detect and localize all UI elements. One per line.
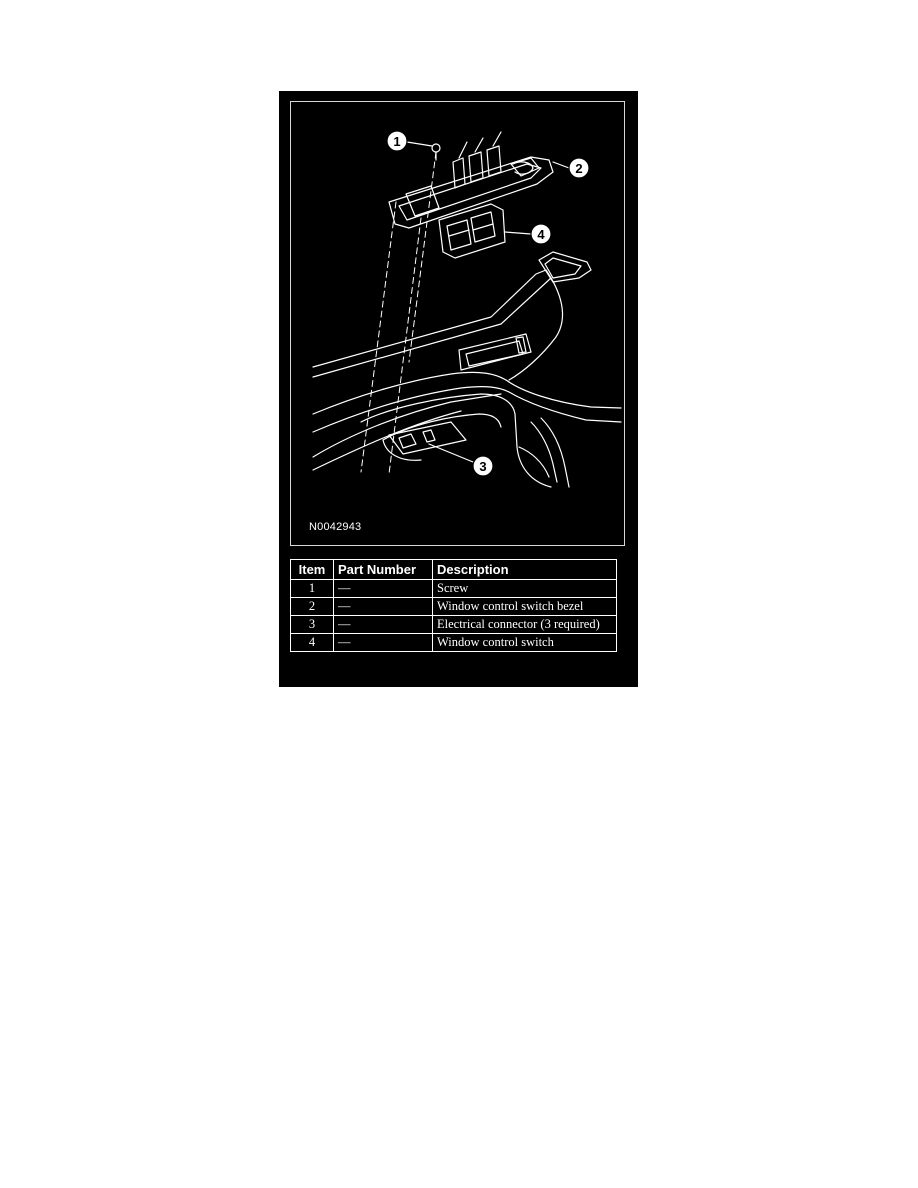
parts-legend-table: Item Part Number Description 1 — Screw 2… [290, 559, 617, 652]
table-row: 4 — Window control switch [290, 633, 617, 652]
row-item: 3 [290, 615, 334, 634]
header-item: Item [290, 559, 334, 580]
exploded-view-diagram: 1 2 3 4 N0042943 [290, 101, 625, 546]
row-description: Electrical connector (3 required) [432, 615, 617, 634]
row-description: Screw [432, 579, 617, 598]
callout-1-label: 1 [393, 134, 400, 149]
row-part-number: — [333, 579, 433, 598]
switch-bezel [388, 156, 554, 229]
table-row: 3 — Electrical connector (3 required) [290, 615, 617, 634]
row-part-number: — [333, 633, 433, 652]
callout-1: 1 [386, 130, 433, 152]
screw [431, 143, 441, 161]
row-part-number: — [333, 615, 433, 634]
row-description: Window control switch bezel [432, 597, 617, 616]
row-description: Window control switch [432, 633, 617, 652]
callout-3: 3 [428, 443, 494, 477]
header-part-number: Part Number [333, 559, 433, 580]
switch-connectors [452, 131, 502, 189]
callout-2-label: 2 [575, 161, 582, 176]
row-item: 4 [290, 633, 334, 652]
window-control-switch [438, 203, 506, 259]
row-part-number: — [333, 597, 433, 616]
table-row: 1 — Screw [290, 579, 617, 598]
door-panel-illustration: 1 2 3 4 [312, 130, 622, 488]
table-header-row: Item Part Number Description [290, 559, 617, 580]
door-trim-panel [312, 251, 622, 488]
callout-2: 2 [552, 157, 590, 179]
callout-4: 4 [504, 223, 552, 245]
row-item: 2 [290, 597, 334, 616]
callout-3-label: 3 [479, 459, 486, 474]
row-item: 1 [290, 579, 334, 598]
callout-4-label: 4 [537, 227, 545, 242]
assembly-leader-lines [360, 151, 437, 475]
service-figure: 1 2 3 4 N0042943 Item Part Nu [279, 91, 638, 687]
figure-code: N0042943 [309, 521, 362, 533]
table-row: 2 — Window control switch bezel [290, 597, 617, 616]
header-description: Description [432, 559, 617, 580]
